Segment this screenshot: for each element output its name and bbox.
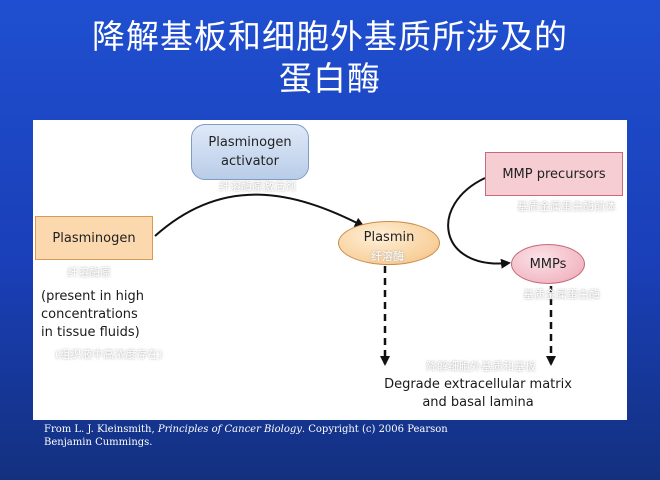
citation-suffix: . Copyright (c) 2006 Pearson Benjamin Cu… (44, 424, 448, 448)
mmp-precursors-label: MMP precursors (502, 166, 606, 182)
plasminogen-activator-label: Plasminogen activator (208, 135, 292, 169)
plasminogen-label: Plasminogen (52, 230, 136, 246)
arrow-mmp-precursors-to-mmps (447, 177, 511, 269)
citation-book-title: Principles of Cancer Biology (157, 424, 302, 435)
slide-title: 降解基板和细胞外基质所涉及的 蛋白酶 (0, 16, 660, 100)
mmps-cn-label: 基质金属蛋白酶 (523, 288, 600, 301)
citation: From L. J. Kleinsmith, Principles of Can… (44, 423, 464, 449)
mmps-ellipse: MMPs (511, 244, 585, 284)
plasminogen-box: Plasminogen (35, 216, 153, 260)
plasminogen-activator-cn-label: 纤溶酶原激活剂 (219, 180, 296, 193)
mmp-precursors-box: MMP precursors (485, 152, 623, 196)
present-note: (present in high concentrations in tissu… (41, 289, 144, 340)
degrade-cn-label: 降解细胞外基质和基板 (426, 360, 536, 373)
degrade-label: Degrade extracellular matrix and basal l… (384, 377, 572, 410)
plasminogen-activator-box: Plasminogen activator (191, 124, 309, 180)
plasmin-cn-label: 纤溶酶 (371, 250, 404, 263)
slide-title-line-2: 蛋白酶 (279, 59, 381, 98)
citation-prefix: From L. J. Kleinsmith, (44, 424, 158, 435)
slide-title-line-1: 降解基板和细胞外基质所涉及的 (92, 17, 568, 56)
diagram-arrows (154, 177, 556, 366)
mmps-label: MMPs (529, 256, 567, 272)
plasmin-label: Plasmin (363, 229, 415, 245)
plasminogen-cn-label: 纤溶酶原 (67, 266, 111, 279)
arrow-plasminogen-to-plasmin (154, 193, 365, 237)
diagram-figure: Plasminogen activator 纤溶酶原激活剂 Plasminoge… (33, 120, 627, 420)
plasmin-ellipse: Plasmin (338, 221, 440, 265)
present-note-cn-label: (组织液中高浓度存在) (55, 348, 163, 361)
mmp-precursors-cn-label: 基质金属蛋白酶前体 (517, 200, 616, 213)
